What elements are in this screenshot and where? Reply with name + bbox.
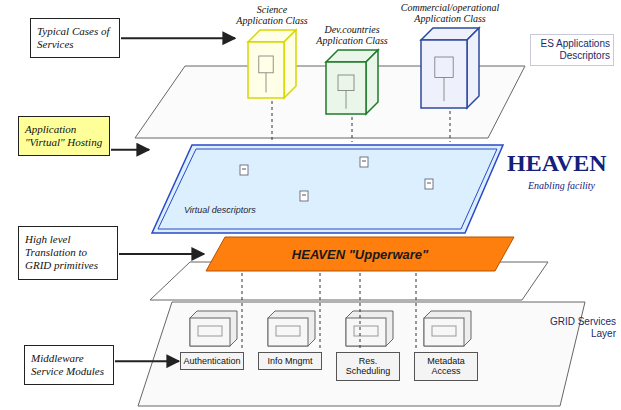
service-module: Metadata Access	[414, 352, 478, 381]
application-cube: Commercial/operational Application Class	[394, 2, 506, 110]
grid-services-plane	[138, 302, 585, 406]
facility-title: HEAVEN	[507, 150, 617, 177]
pointer-arrow	[121, 37, 235, 39]
cube-illustration	[324, 48, 380, 116]
dashed-link	[416, 273, 417, 351]
node-text: Metadata Access	[417, 356, 475, 377]
descriptor-icon	[360, 157, 368, 167]
callout-box: Application "Virtual" Hosting	[18, 116, 110, 156]
node-text: Dev.countries Application Class	[312, 24, 392, 46]
hosting-plane: Virtual descriptors	[150, 143, 505, 235]
plane-fill	[152, 145, 503, 233]
callout-box: Middleware Service Modules	[24, 345, 114, 385]
application-cube: Science Application Class	[236, 4, 308, 100]
pointer-arrow	[111, 149, 149, 151]
node-text: Virtual descriptors	[184, 205, 505, 215]
node-text: HEAVEN "Upperware"	[292, 247, 428, 262]
module-top-box	[190, 311, 237, 346]
module-top-box	[424, 311, 471, 346]
node-text: Typical Cases of Services	[37, 25, 113, 51]
dashed-link	[450, 111, 451, 142]
application-cube: Dev.countries Application Class	[312, 24, 392, 116]
plane-inner-line	[158, 149, 497, 229]
node-text: Res. Scheduling	[339, 356, 397, 377]
dashed-link	[360, 273, 361, 351]
layer-label: GRID Services Layer	[540, 316, 616, 340]
cube-illustration	[419, 26, 481, 110]
callout-box: Typical Cases of Services	[30, 18, 120, 58]
dashed-link	[352, 117, 353, 142]
plane-outline	[150, 143, 505, 235]
callout-box: High level Translation to GRID primitive…	[18, 226, 118, 280]
node-text: Info Mngmt	[261, 356, 319, 366]
service-module: Info Mngmt	[258, 352, 322, 370]
dashed-link	[320, 273, 321, 351]
node-text: Application "Virtual" Hosting	[25, 123, 103, 149]
node-text: Middleware Service Modules	[31, 352, 107, 378]
module-top-box	[268, 311, 315, 346]
layer-label: ES Applications Descriptors	[530, 34, 614, 66]
cube-illustration	[246, 28, 298, 100]
pointer-arrow	[119, 253, 204, 255]
facility-subtitle: Enabling facility	[528, 180, 616, 191]
dashed-link	[272, 101, 273, 142]
module-top-box	[346, 311, 393, 346]
node-text: Science Application Class	[236, 4, 308, 26]
descriptor-icon	[425, 179, 433, 189]
descriptor-icon	[240, 165, 248, 175]
module-boxes	[190, 311, 471, 346]
pointer-arrow	[115, 360, 179, 362]
node-text: High level Translation to GRID primitive…	[25, 233, 111, 273]
dashed-link	[242, 273, 243, 351]
upperware-band: HEAVEN "Upperware"	[205, 236, 515, 272]
service-module: Res. Scheduling	[336, 352, 400, 381]
service-module: Authentication	[180, 352, 244, 370]
node-text: Commercial/operational Application Class	[394, 2, 506, 24]
descriptor-icon	[300, 191, 308, 201]
node-text: Authentication	[183, 356, 241, 366]
